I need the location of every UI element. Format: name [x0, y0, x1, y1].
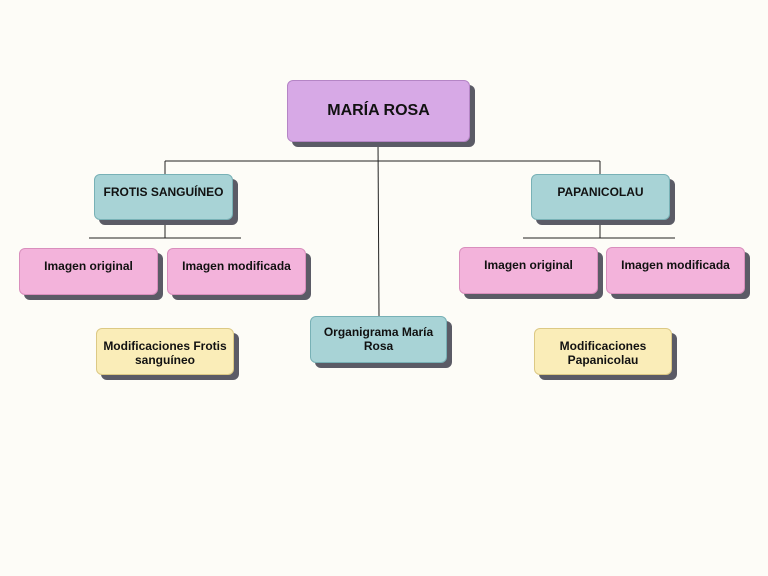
- node-modificaciones-frotis[interactable]: Modificaciones Frotis sanguíneo: [96, 328, 234, 375]
- node-papanicolau-imagen-original-label: Imagen original: [484, 258, 573, 272]
- node-papanicolau-imagen-original[interactable]: Imagen original: [459, 247, 598, 294]
- node-papanicolau-imagen-modificada[interactable]: Imagen modificada: [606, 247, 745, 294]
- node-frotis-imagen-modificada[interactable]: Imagen modificada: [167, 248, 306, 295]
- node-frotis-imagen-original-label: Imagen original: [44, 259, 133, 273]
- node-frotis-imagen-modificada-label: Imagen modificada: [182, 259, 291, 273]
- node-frotis-sanguineo-label: FROTIS SANGUÍNEO: [103, 185, 224, 199]
- node-modificaciones-papanicolau-label: Modificaciones Papanicolau: [559, 339, 647, 367]
- node-organigrama-maria-rosa[interactable]: Organigrama María Rosa: [310, 316, 447, 363]
- node-maria-rosa-label: MARÍA ROSA: [327, 102, 430, 119]
- node-papanicolau-label: PAPANICOLAU: [557, 185, 644, 199]
- node-modificaciones-frotis-label: Modificaciones Frotis sanguíneo: [103, 339, 227, 367]
- node-papanicolau[interactable]: PAPANICOLAU: [531, 174, 670, 220]
- node-frotis-imagen-original[interactable]: Imagen original: [19, 248, 158, 295]
- node-modificaciones-papanicolau[interactable]: Modificaciones Papanicolau: [534, 328, 672, 375]
- connector-bus-organigram: [377, 141, 380, 317]
- node-frotis-sanguineo[interactable]: FROTIS SANGUÍNEO: [94, 174, 233, 220]
- node-papanicolau-imagen-modificada-label: Imagen modificada: [621, 258, 730, 272]
- node-maria-rosa[interactable]: MARÍA ROSA: [287, 80, 470, 142]
- node-organigrama-maria-rosa-label: Organigrama María Rosa: [323, 325, 434, 353]
